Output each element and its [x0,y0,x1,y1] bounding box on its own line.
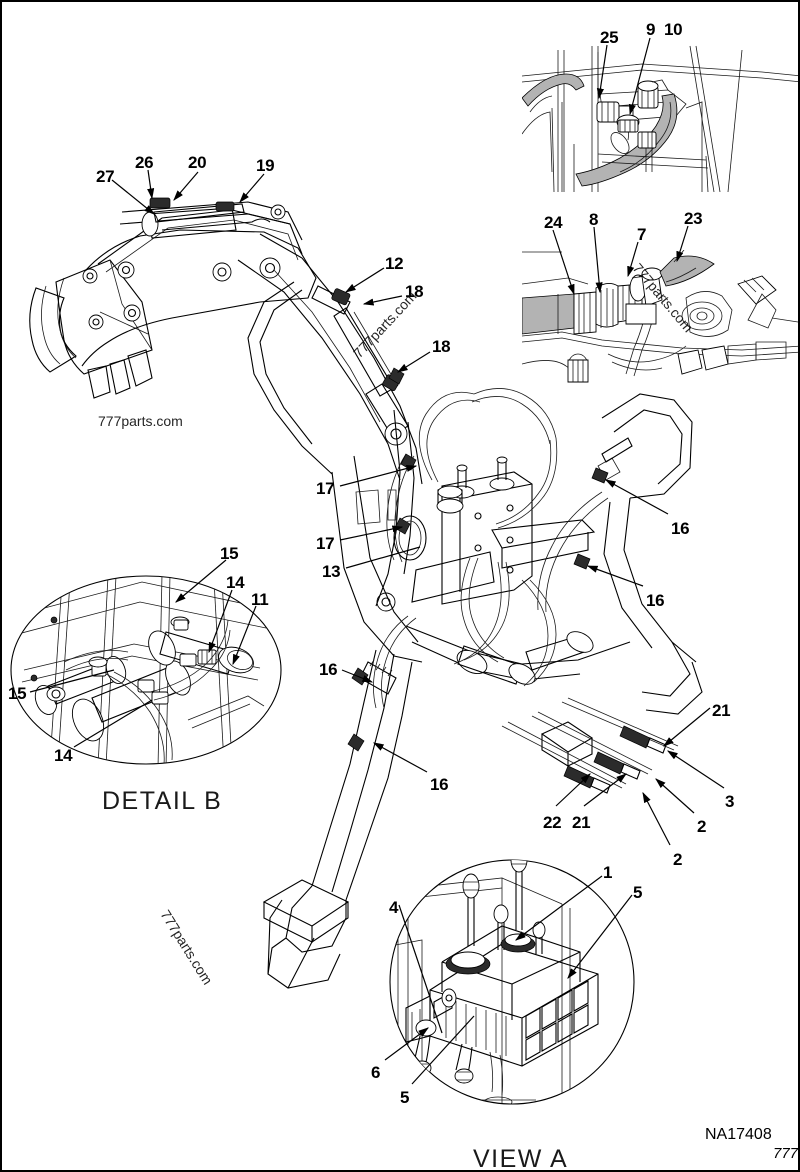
callout-27: 27 [96,167,115,186]
view-a-outline [389,859,635,1105]
callout-17: 17 [316,534,335,553]
leader-lines [29,37,725,1085]
detail-b-contents [17,576,267,764]
callout-4: 4 [389,898,399,917]
callout-24: 24 [544,213,563,232]
callout-2: 2 [697,817,707,836]
watermark-3: 777parts.com [157,907,216,988]
watermark-2: 777parts.com [629,260,697,336]
callout-16: 16 [671,519,690,538]
callout-8: 8 [589,210,599,229]
callout-6: 6 [371,1063,381,1082]
callout-18: 18 [432,337,451,356]
callout-20: 20 [188,153,207,172]
callout-1: 1 [603,863,613,882]
callout-16: 16 [646,591,665,610]
callout-19: 19 [256,156,275,175]
callout-25: 25 [600,28,619,47]
inset-valve-photo-top [522,42,798,192]
callout-3: 3 [725,792,735,811]
callout-15: 15 [220,544,239,563]
view-a-contents [390,860,599,1104]
page-corner-number: 777 [773,1145,799,1162]
callout-10: 10 [664,20,683,39]
callout-17: 17 [316,479,335,498]
callout-9: 9 [646,20,656,39]
callout-16: 16 [430,775,449,794]
callout-2: 2 [673,850,683,869]
callout-5: 5 [633,883,643,902]
callout-14: 14 [54,746,73,765]
callout-21: 21 [572,813,591,832]
callout-26: 26 [135,153,154,172]
main-backhoe-assembly [29,197,703,989]
callout-15: 15 [8,684,27,703]
callout-11: 11 [251,590,269,609]
detail-b-outline [10,575,282,765]
callout-12: 12 [385,254,404,273]
callout-13: 13 [322,562,341,581]
view-label-view-a: VIEW A [473,1145,569,1172]
view-label-detail-b: DETAIL B [102,787,223,815]
callout-7: 7 [637,225,647,244]
watermark-0: 777parts.com [98,413,183,429]
callout-22: 22 [543,813,562,832]
callout-16: 16 [319,660,338,679]
callout-23: 23 [684,209,703,228]
drawing-number: NA17408 [705,1126,772,1143]
callout-21: 21 [712,701,731,720]
inset-fitting-photo-middle [522,250,798,385]
callout-5: 5 [400,1088,410,1107]
callout-14: 14 [226,573,245,592]
watermark-1: 777parts.com [350,287,420,361]
callout-18: 18 [405,282,424,301]
